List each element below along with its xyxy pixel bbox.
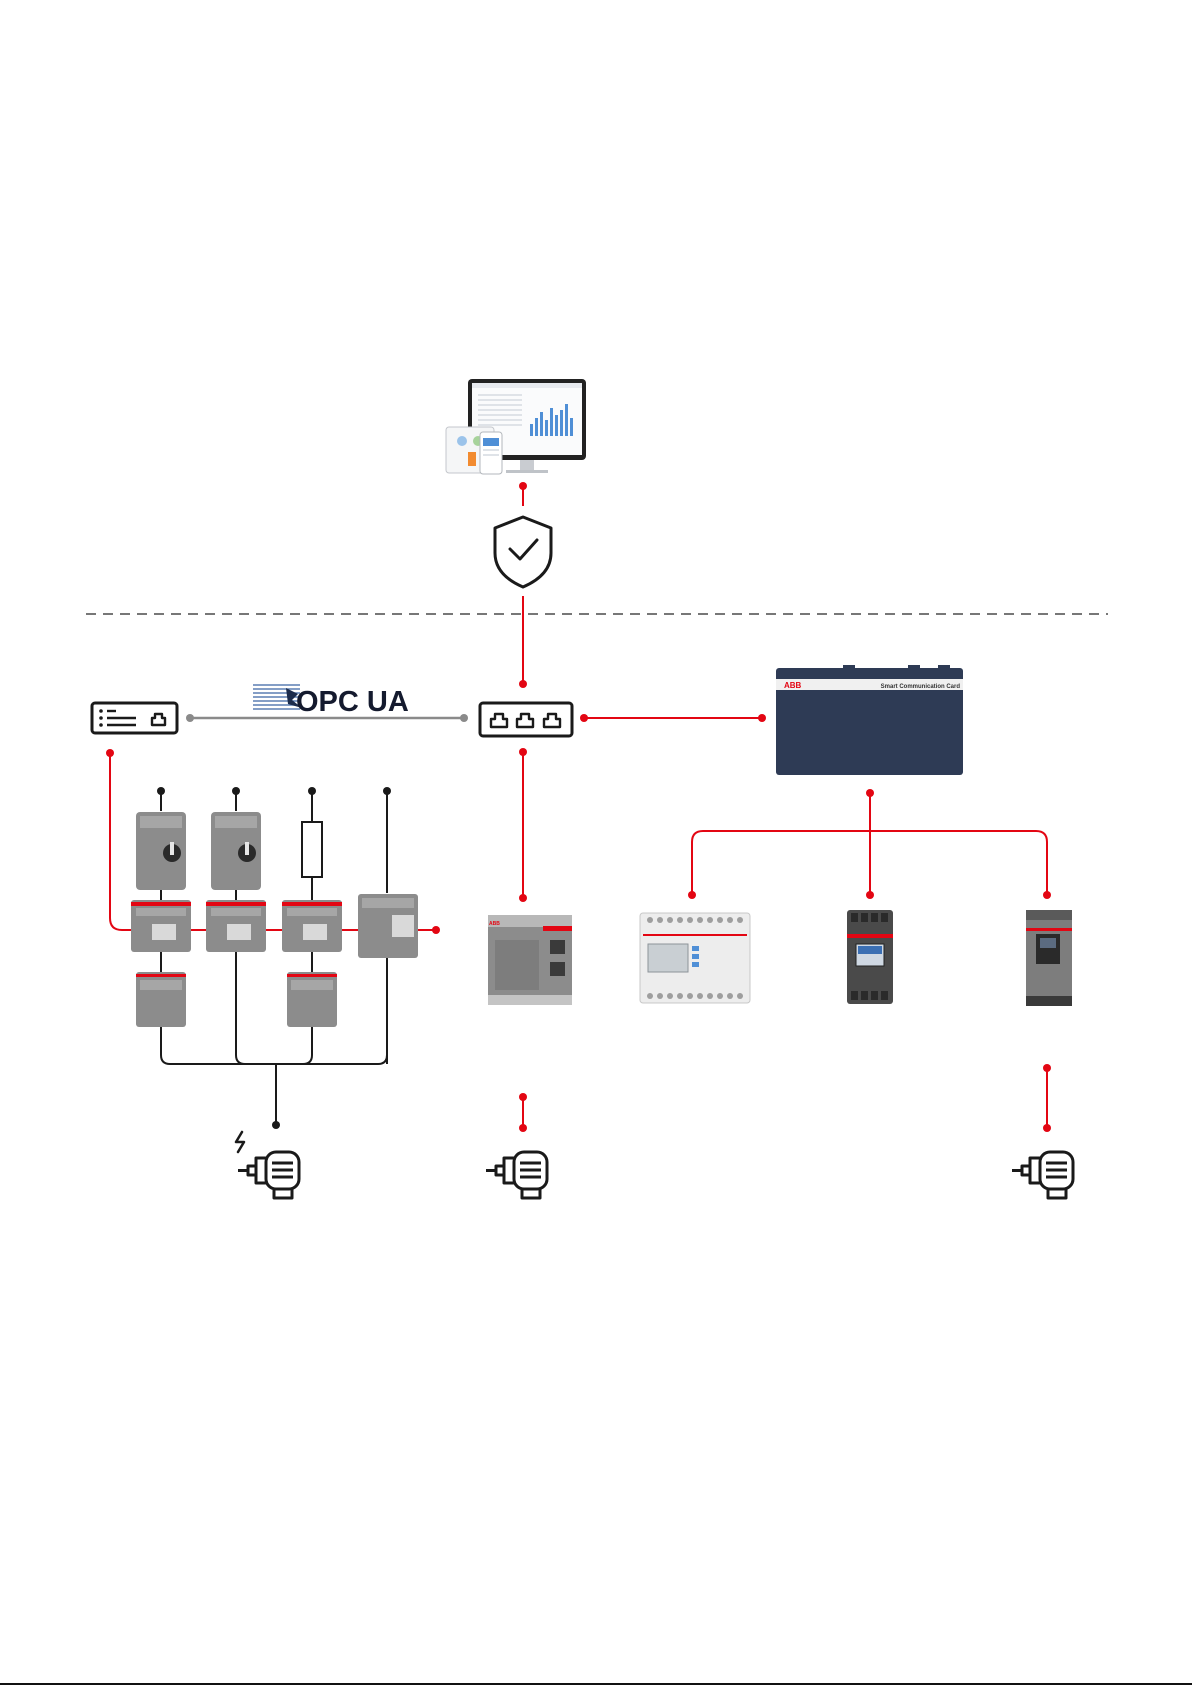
- network-switch-icon[interactable]: [480, 703, 572, 736]
- contactor: [282, 900, 342, 952]
- lightning-icon: [236, 1132, 244, 1152]
- link-node: [519, 482, 527, 490]
- softstarter-contactor: [358, 894, 418, 958]
- motor-controller-brand: ABB: [489, 921, 500, 927]
- overload-relay: [287, 972, 337, 1027]
- contactor: [131, 900, 191, 952]
- motor-icon: [238, 1152, 299, 1198]
- soft-starter-device[interactable]: [847, 910, 893, 1004]
- motor-icon: [486, 1152, 547, 1198]
- contactor: [206, 900, 266, 952]
- opc-ua-logo-text: OPC UA: [296, 686, 409, 718]
- security-shield-icon: [495, 517, 551, 587]
- opc-ua-logo: OPC UA: [253, 685, 409, 718]
- card-label: Smart Communication Card: [881, 684, 961, 690]
- energy-meter-device[interactable]: [640, 913, 750, 1003]
- card-brand-logo: ABB: [784, 681, 802, 690]
- circuit-breaker: [136, 812, 186, 890]
- smart-communication-card[interactable]: ABB Smart Communication Card: [776, 665, 963, 775]
- motor-controller-device[interactable]: [488, 915, 572, 1005]
- link-node: [519, 680, 527, 688]
- resistor-icon: [302, 822, 322, 877]
- opc-server-icon: [92, 703, 177, 733]
- motor-icon: [1012, 1152, 1073, 1198]
- overload-relay: [136, 972, 186, 1027]
- circuit-breaker: [211, 812, 261, 890]
- monitor-dashboard-icon: [446, 379, 586, 474]
- drive-device[interactable]: [1026, 910, 1072, 1006]
